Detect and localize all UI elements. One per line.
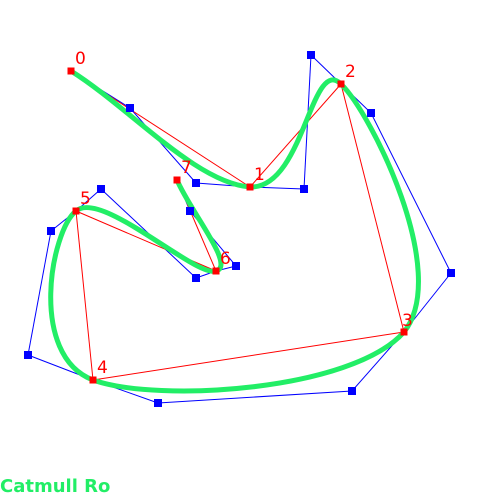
control-point[interactable] <box>173 176 181 184</box>
control-point-label: 4 <box>97 358 108 378</box>
control-point-label: 5 <box>80 189 91 209</box>
handle-points-layer <box>24 51 455 407</box>
handle-point[interactable] <box>97 185 105 193</box>
handle-point[interactable] <box>307 51 315 59</box>
control-point-label: 0 <box>75 49 86 69</box>
handle-line <box>129 107 197 184</box>
control-point-label: 1 <box>254 165 265 185</box>
curve-type-title: Catmull Ro <box>0 476 111 497</box>
handle-line <box>370 112 452 274</box>
handle-point[interactable] <box>348 387 356 395</box>
control-polygon-segment <box>340 83 405 333</box>
control-polygon-segment <box>75 210 94 381</box>
control-point-label: 2 <box>345 62 356 82</box>
control-point-label: 6 <box>220 249 231 269</box>
control-point[interactable] <box>400 328 408 336</box>
handle-point[interactable] <box>447 269 455 277</box>
control-point[interactable] <box>212 267 220 275</box>
handle-point[interactable] <box>367 109 375 117</box>
handle-point[interactable] <box>47 227 55 235</box>
handle-line <box>157 390 353 404</box>
handle-point[interactable] <box>24 351 32 359</box>
handle-line <box>27 230 52 356</box>
catmull-rom-curve <box>48 68 421 394</box>
handle-point[interactable] <box>232 262 240 270</box>
control-points-layer <box>67 67 408 384</box>
control-point[interactable] <box>67 67 75 75</box>
control-point-label: 3 <box>402 311 413 331</box>
control-point-label: 7 <box>181 158 192 178</box>
control-point[interactable] <box>337 80 345 88</box>
control-point[interactable] <box>246 183 254 191</box>
handle-point[interactable] <box>186 207 194 215</box>
handle-polygon-layer <box>27 54 452 404</box>
control-polygon-segment <box>249 83 342 188</box>
handle-point[interactable] <box>192 274 200 282</box>
control-point[interactable] <box>89 376 97 384</box>
handle-point[interactable] <box>300 185 308 193</box>
point-labels-layer: 0 1 2 3 4 5 6 7 <box>75 49 413 378</box>
handle-point[interactable] <box>126 104 134 112</box>
control-polygon-layer <box>70 70 405 381</box>
handle-point[interactable] <box>154 399 162 407</box>
control-point[interactable] <box>72 207 80 215</box>
handle-point[interactable] <box>192 179 200 187</box>
control-polygon-segment <box>92 331 405 381</box>
